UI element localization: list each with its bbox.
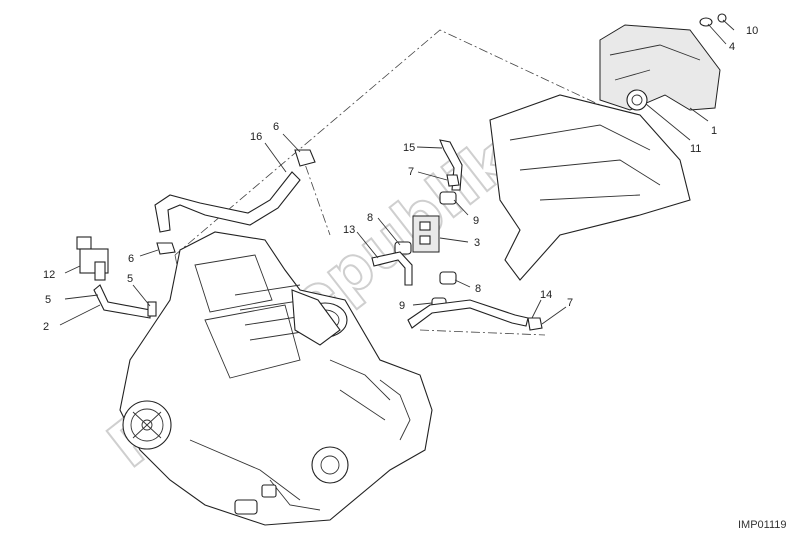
callout-15: 14 [540, 289, 552, 301]
callout-4: 4 [729, 41, 735, 53]
engine-block [119, 231, 433, 526]
part-8-connector-low [439, 271, 457, 285]
callout-14: 15 [403, 142, 415, 154]
callout-3: 3 [474, 237, 480, 249]
callout-11: 11 [690, 143, 701, 155]
drawing-code: IMP01119 [738, 519, 787, 531]
callout-9-lower: 9 [399, 300, 405, 312]
callout-12: 12 [43, 269, 55, 281]
callout-13: 13 [343, 224, 355, 236]
part-16-hose [154, 171, 301, 233]
callout-5-right: 5 [127, 273, 133, 285]
callout-8-upper: 8 [367, 212, 373, 224]
part-7-clamp-upper [446, 174, 460, 187]
part-4-washer [699, 17, 713, 27]
callout-labels: 10 4 1 11 16 6 6 12 5 2 5 15 7 8 13 9 3 … [43, 25, 758, 333]
part-1-cover [599, 24, 721, 111]
callout-2: 2 [43, 321, 49, 333]
part-3-valve-body [412, 215, 440, 253]
part-10-screw [717, 13, 727, 23]
callout-16: 16 [250, 131, 262, 143]
leader-lines [59, 19, 735, 326]
part-6-clamp-top [294, 149, 316, 167]
frame-bracket [489, 94, 691, 281]
callout-7-upper: 7 [408, 166, 414, 178]
part-8-connector-top [439, 191, 457, 205]
part-15-hose [407, 299, 529, 329]
callout-5-left: 5 [45, 294, 51, 306]
callout-9-upper: 9 [473, 215, 479, 227]
callout-6-left: 6 [128, 253, 134, 265]
part-2-hose [93, 284, 157, 319]
part-7-clamp-right [527, 317, 543, 331]
part-6-clamp-left [156, 242, 176, 255]
part-8-connector-mid [394, 241, 412, 255]
callout-6-top: 6 [273, 121, 279, 133]
part-12-valve [76, 236, 109, 281]
callout-10: 10 [746, 25, 758, 37]
callout-1: 1 [711, 125, 717, 137]
callout-7-right: 7 [567, 297, 573, 309]
callout-8-lower: 8 [475, 283, 481, 295]
part-13-hose [371, 251, 413, 286]
